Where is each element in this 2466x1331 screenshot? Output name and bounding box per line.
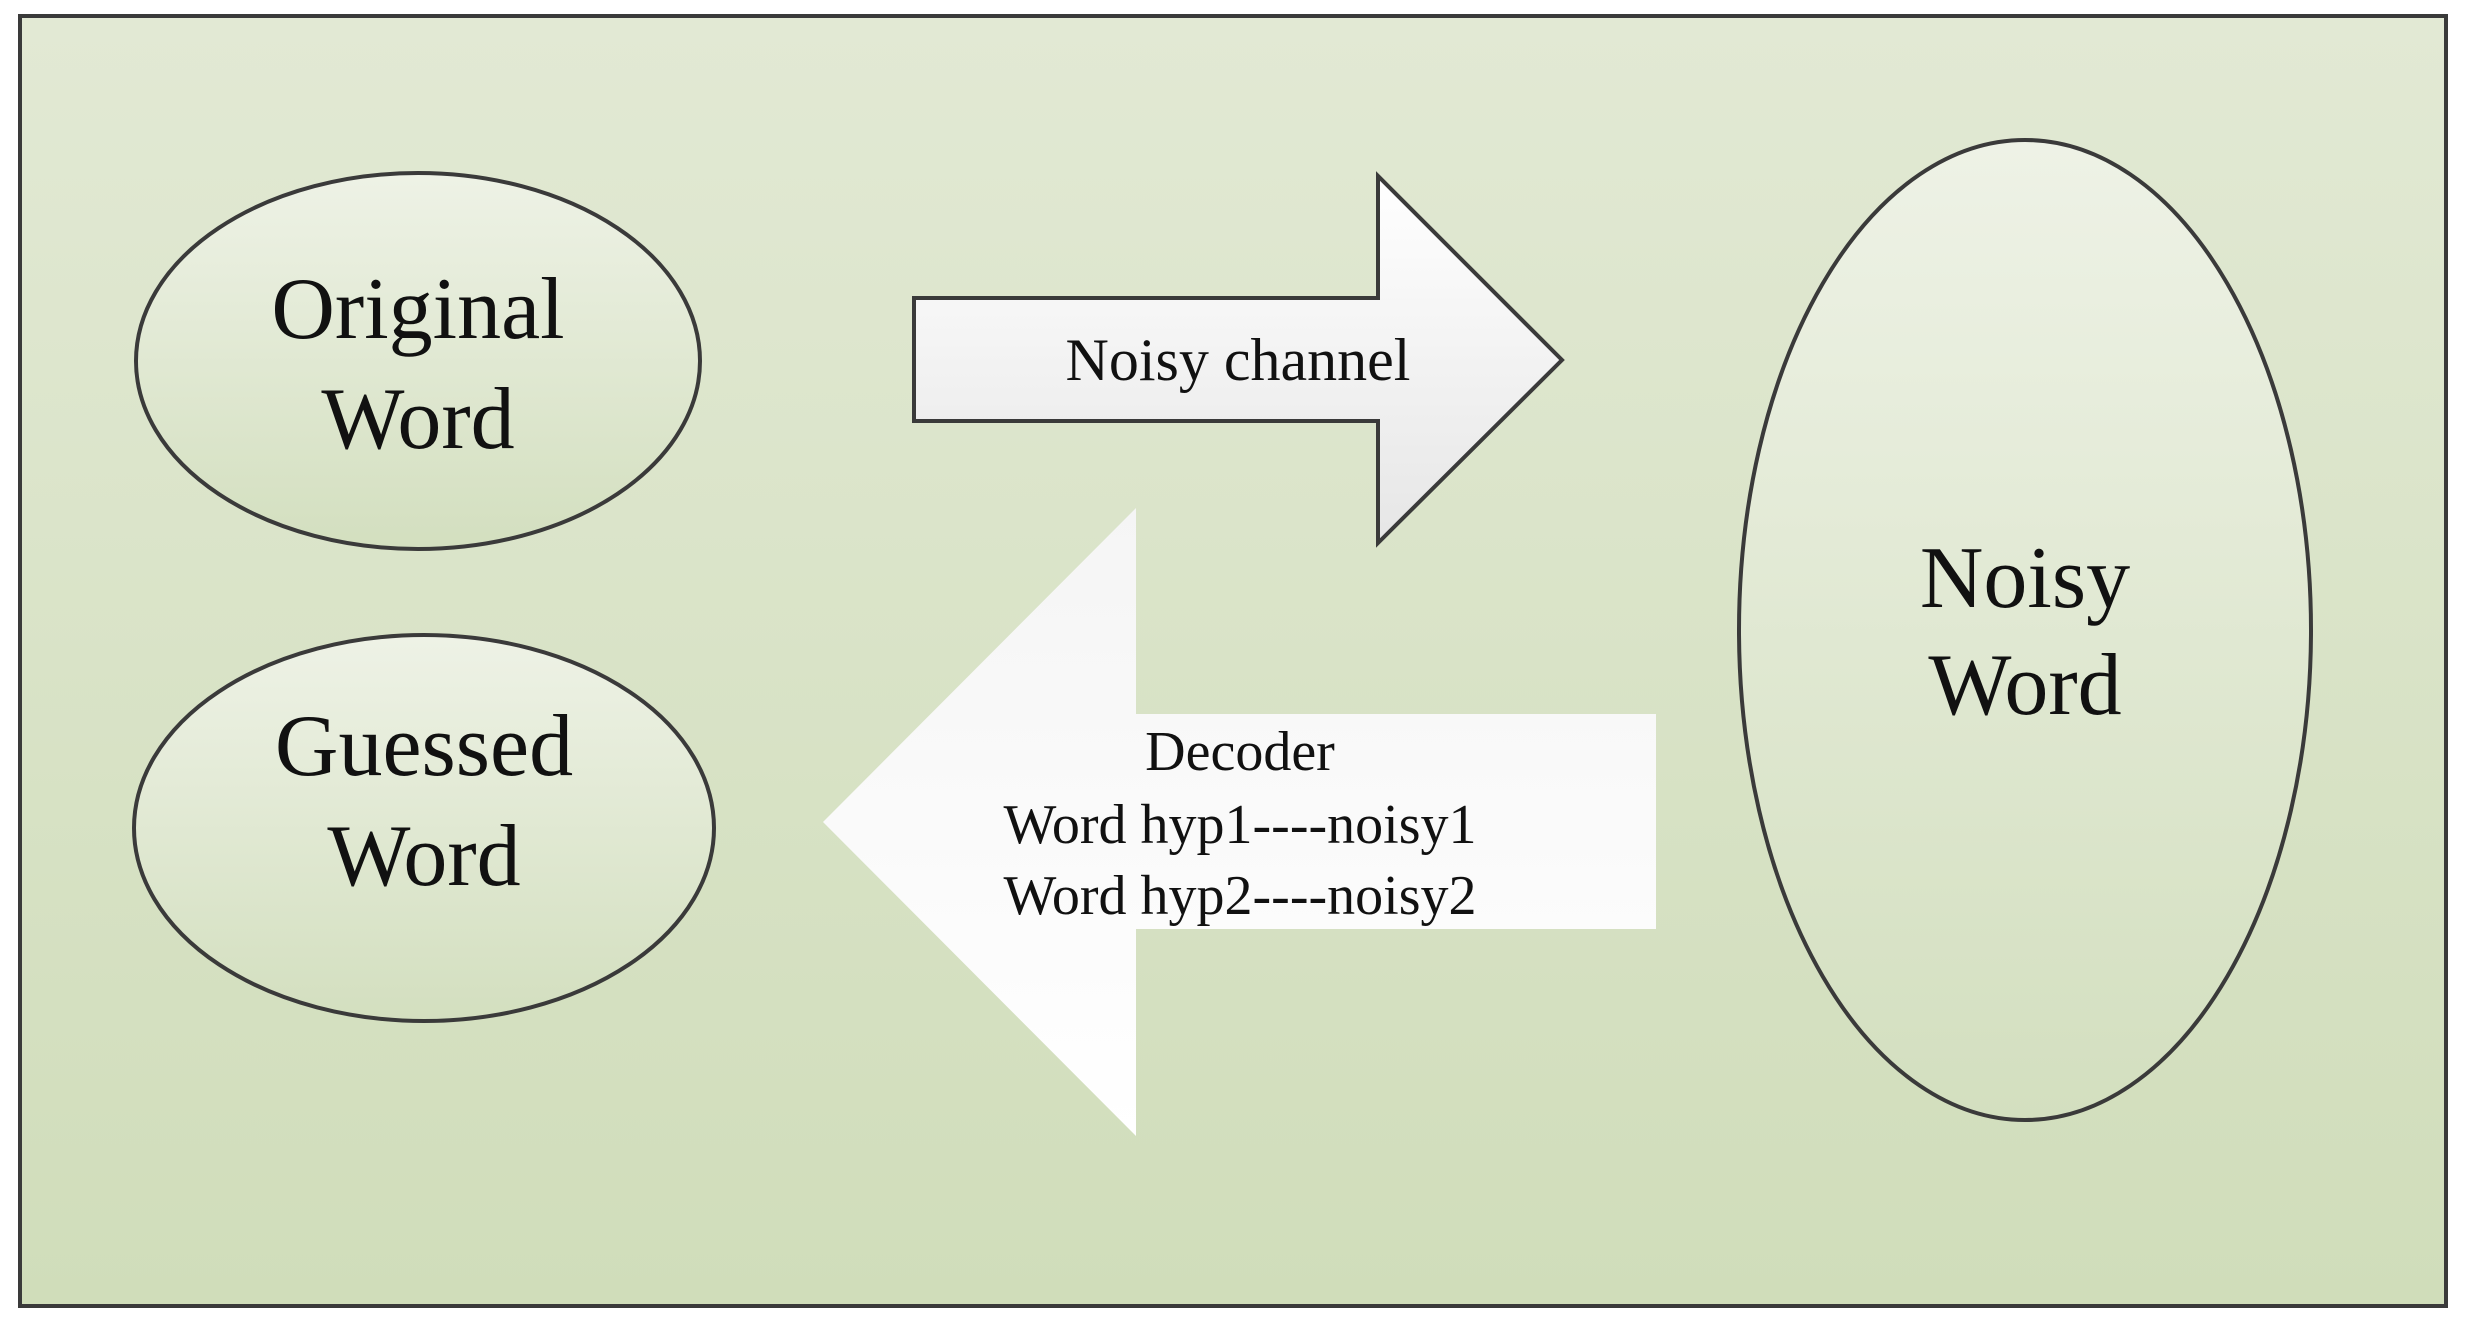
decoder-hyp1-label: Word hyp1----noisy1 — [1004, 794, 1477, 856]
original-word-label-line2: Word — [321, 371, 514, 468]
noisy-channel-arrow — [912, 171, 1565, 548]
guessed-word-label-line2: Word — [327, 808, 520, 905]
guessed-word-label-line1: Guessed — [275, 698, 573, 795]
original-word-label-line1: Original — [271, 261, 564, 358]
decoder-arrow — [823, 508, 1656, 1136]
guessed-word-node — [132, 633, 716, 1023]
noisy-word-node — [1737, 138, 2313, 1122]
original-word-node — [134, 171, 702, 551]
noisy-word-label-line1: Noisy — [1920, 530, 2130, 627]
decoder-hyp2-label: Word hyp2----noisy2 — [1004, 865, 1477, 927]
decoder-label: Decoder — [1145, 721, 1335, 783]
noisy-channel-label: Noisy channel — [1066, 327, 1411, 393]
noisy-word-label-line2: Word — [1928, 637, 2121, 734]
